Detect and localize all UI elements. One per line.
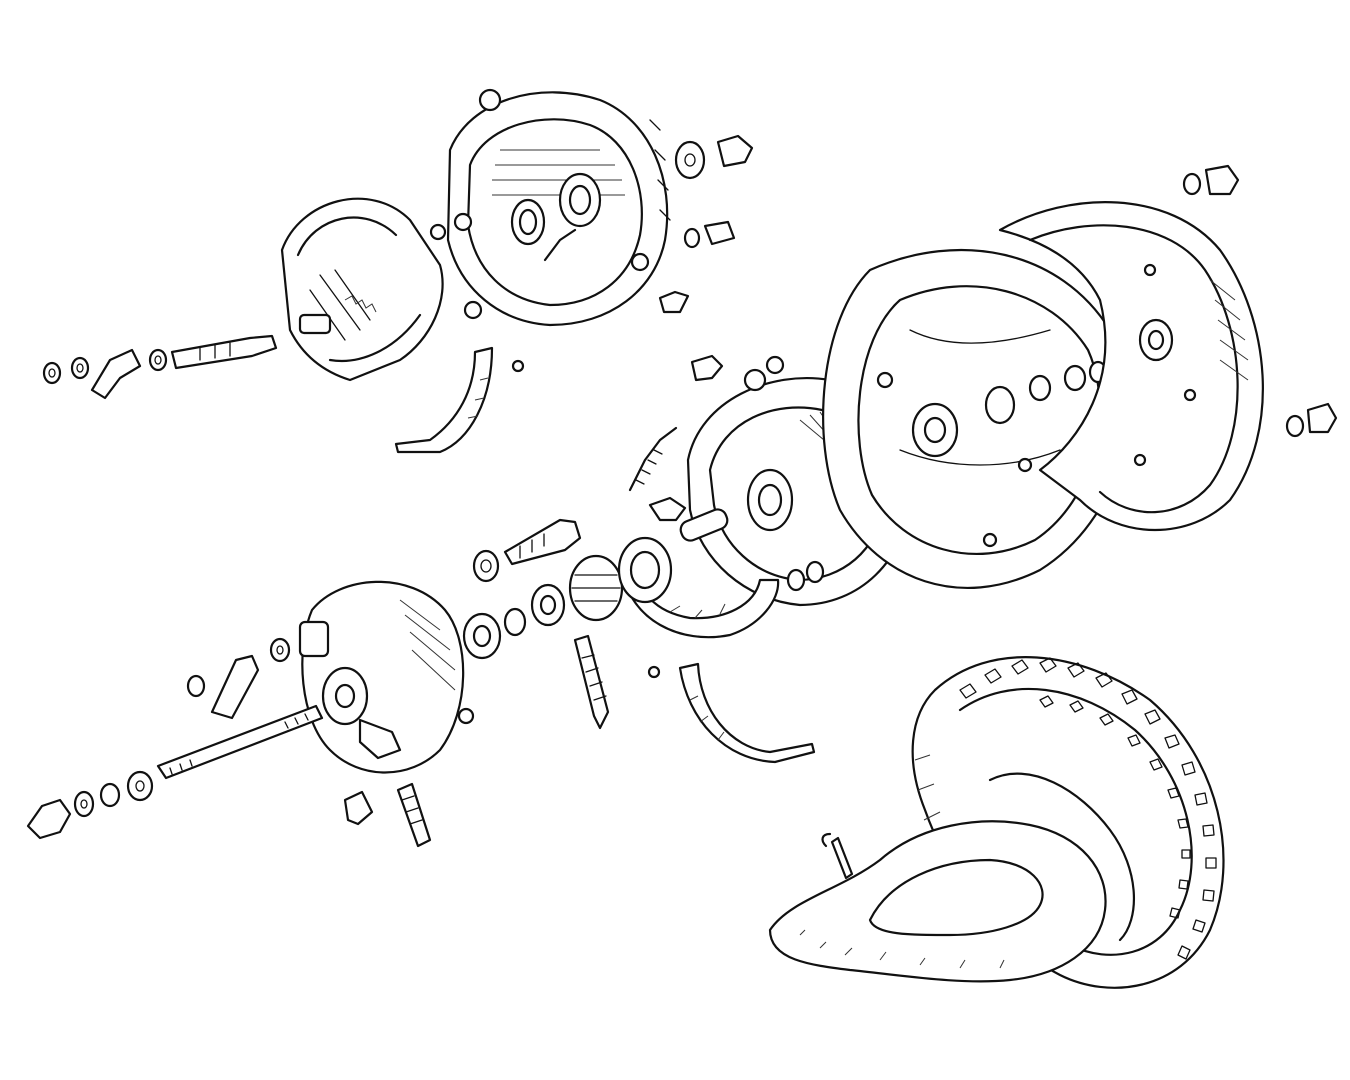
front-brake-lining <box>647 662 816 764</box>
axle-bearing-stack <box>462 518 673 660</box>
axle-spindle <box>156 704 324 780</box>
rear-brake-lining <box>394 346 525 454</box>
rear-brake-housing <box>446 88 671 327</box>
brake-return-spring <box>628 426 729 542</box>
brake-lever-front <box>186 637 291 720</box>
hub-top-bolt <box>690 354 724 382</box>
brake-backing-plate <box>298 580 475 774</box>
rim-nuts <box>1182 164 1338 438</box>
left-fasteners-top <box>42 334 278 400</box>
wheel-rim-inner-half <box>822 248 1129 590</box>
wheel-rim-outer-half <box>998 201 1264 532</box>
adjuster-screw <box>573 634 610 730</box>
grease-nipple <box>343 782 432 848</box>
rear-brake-shoes <box>280 197 444 382</box>
top-right-fasteners <box>429 134 754 314</box>
axle-nut-stack <box>26 770 154 840</box>
inner-tube <box>768 820 1107 983</box>
